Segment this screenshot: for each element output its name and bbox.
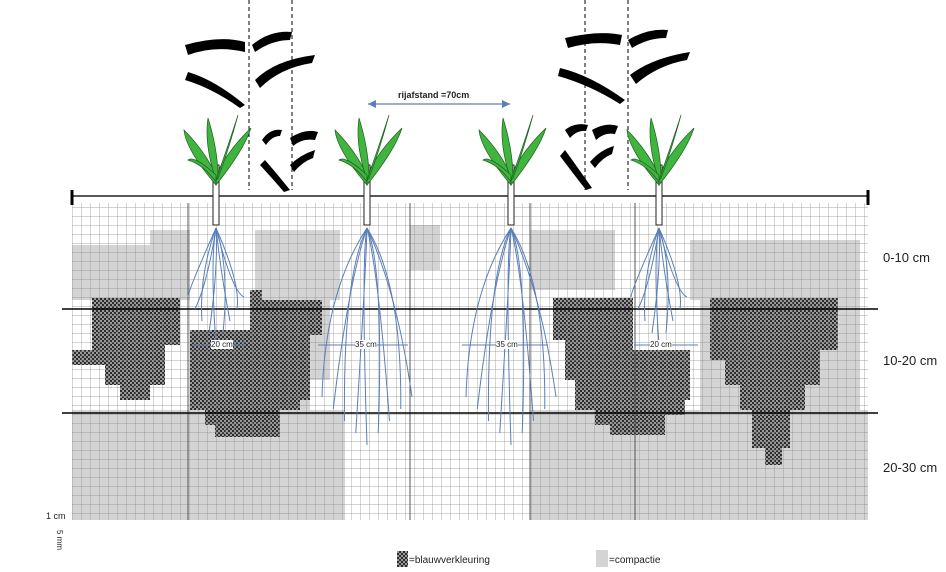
root-system-icon xyxy=(465,227,557,446)
root-system-icon xyxy=(630,227,688,346)
legend-swatch-compaction xyxy=(596,550,608,567)
depth-label-10-20: 10-20 cm xyxy=(883,353,938,368)
row-spacing-label: rijafstand =70cm xyxy=(398,90,470,100)
legend-label-compaction: =compactie xyxy=(609,555,661,566)
legend-swatch-discoloration xyxy=(397,551,408,567)
maize-plant-icon xyxy=(183,114,252,226)
zone-width-label-4: 20 cm xyxy=(650,340,672,349)
tire-tread-icon xyxy=(558,29,690,190)
zone-width-label-2: 35 cm xyxy=(355,340,377,349)
scale-label-cm: 1 cm xyxy=(46,511,66,521)
depth-label-20-30: 20-30 cm xyxy=(883,460,938,475)
root-system-icon xyxy=(187,227,245,346)
depth-label-0-10: 0-10 cm xyxy=(883,250,930,265)
maize-plant-icon xyxy=(478,114,547,226)
measurement-grid xyxy=(72,203,868,520)
root-system-icon xyxy=(321,227,413,446)
legend-label-discoloration: =blauwverkleuring xyxy=(409,555,490,566)
zone-width-label-1: 20 cm xyxy=(211,340,233,349)
maize-plant-icon xyxy=(334,114,403,226)
tire-tread-icon xyxy=(185,31,318,192)
maize-plant-icon xyxy=(626,114,695,226)
scale-label-mm: 5 mm xyxy=(55,530,64,550)
zone-width-label-3: 35 cm xyxy=(496,340,518,349)
